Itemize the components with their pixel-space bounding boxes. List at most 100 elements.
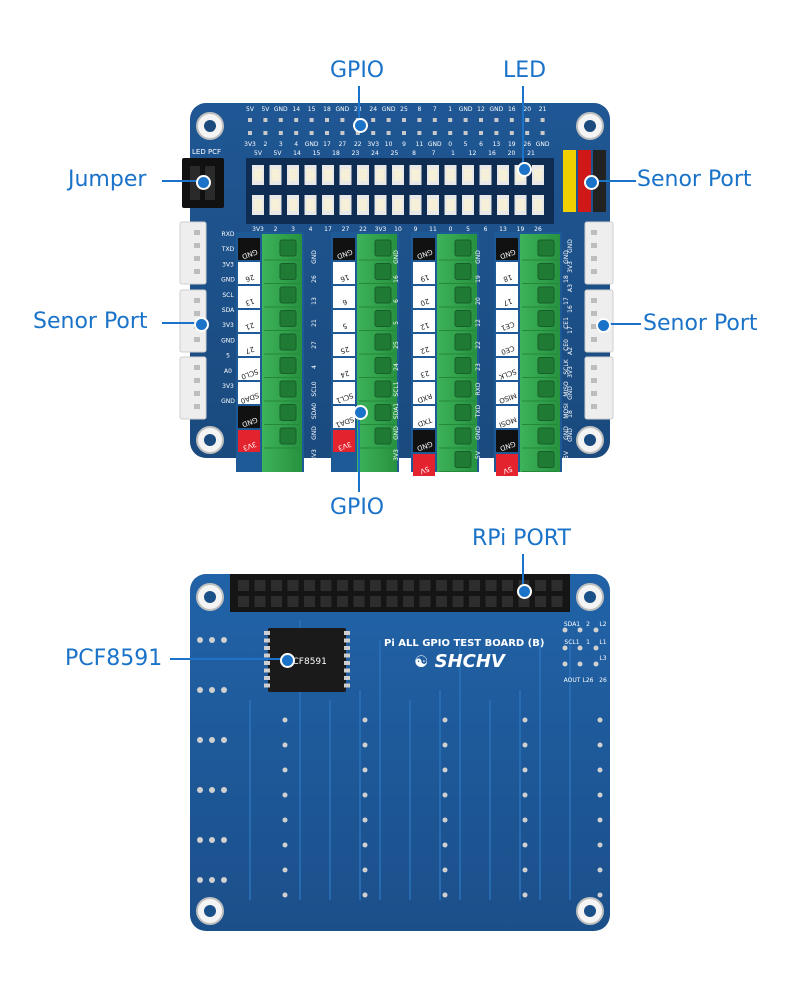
- callout-rpi-port-line: [522, 554, 524, 588]
- header-label-bottom: 0: [448, 141, 452, 148]
- via: [362, 792, 368, 798]
- via: [442, 792, 448, 798]
- column-side-label: GND: [475, 250, 482, 264]
- pcf8591-chip: [268, 628, 346, 692]
- corner-label: 2: [586, 621, 590, 628]
- led-label-bottom: 26: [534, 226, 542, 233]
- led-label-top: 14: [293, 150, 301, 157]
- callout-senor-port-top-right-dot: [584, 175, 599, 190]
- socket-hole: [551, 596, 563, 607]
- header-pin: [479, 118, 483, 122]
- socket-hole: [535, 596, 546, 607]
- socket-hole: [436, 596, 447, 607]
- via: [522, 717, 528, 723]
- led-label-bottom: 3: [291, 226, 295, 233]
- left-port-label: GND: [221, 277, 235, 284]
- led-lens: [359, 199, 367, 211]
- brand-name: SHCHV: [434, 651, 505, 672]
- via: [197, 737, 203, 743]
- gpio-header-pins: 5V5VGND141518GND2324GND25871GND12GND1620…: [244, 106, 550, 148]
- callout-led-dot: [517, 162, 532, 177]
- left-port-label: SDA: [222, 307, 235, 314]
- terminal-blocks: GND26132127SCL0SDA0GND3V3GND16652524SCL1…: [236, 232, 570, 476]
- screw-port: [537, 404, 555, 421]
- callout-senor-port-top-right-line: [592, 180, 636, 182]
- socket-hole: [485, 580, 497, 591]
- led-label-top: 12: [469, 150, 477, 157]
- header-pin: [525, 131, 530, 135]
- sensor-header-top-right: [563, 150, 606, 212]
- header-label-top: 23: [354, 106, 362, 113]
- column-side-label: 5: [393, 321, 400, 325]
- port-pin: [194, 298, 200, 303]
- led-label-top: 5V: [274, 150, 283, 157]
- socket-hole: [271, 580, 282, 591]
- callout-senor-port-left: Senor Port: [33, 309, 148, 334]
- right-port-label: 18: [567, 410, 574, 418]
- led-lens: [499, 199, 507, 211]
- terminal-label: 20: [419, 297, 430, 308]
- terminal-label: 25: [339, 345, 350, 356]
- header-pin: [371, 118, 376, 122]
- via: [597, 717, 603, 723]
- via: [362, 717, 368, 723]
- screw-port: [454, 310, 472, 327]
- header-pin: [525, 118, 530, 122]
- via: [362, 767, 368, 773]
- screw-port: [537, 263, 555, 280]
- right-port-label: GND: [567, 239, 574, 253]
- header-pin: [494, 118, 499, 122]
- header-pin: [325, 131, 329, 135]
- via: [442, 717, 448, 723]
- header-label-bottom: 11: [416, 141, 424, 148]
- left-port-label: RXD: [222, 231, 235, 238]
- screw-port: [537, 239, 555, 257]
- via: [597, 767, 603, 773]
- socket-hole: [254, 596, 266, 607]
- screw-port: [279, 310, 297, 327]
- terminal-label-bg: [333, 310, 355, 332]
- terminal-label-bg: [413, 358, 435, 380]
- header-pin: [509, 131, 514, 135]
- column-side-label: 27: [311, 341, 318, 349]
- right-port-label: 3V3: [567, 261, 574, 273]
- via: [282, 767, 288, 773]
- header-pin: [402, 118, 406, 122]
- via: [209, 637, 215, 643]
- via: [522, 742, 528, 748]
- column-side-label: 17: [563, 297, 570, 305]
- via: [562, 627, 568, 633]
- socket-hole: [518, 596, 530, 607]
- terminal-label-bg: [333, 406, 355, 428]
- column-side-label: 26: [311, 275, 318, 283]
- terminal-label: 12: [419, 321, 430, 332]
- terminal-label-bg: [333, 262, 355, 284]
- terminal-label-bg: [496, 334, 518, 356]
- callout-gpio-top-dot: [353, 118, 368, 133]
- led-lens: [271, 169, 280, 181]
- header-pin: [463, 131, 468, 135]
- via: [221, 687, 227, 693]
- led-label-top: 21: [527, 150, 535, 157]
- callout-gpio-top-line: [358, 86, 360, 122]
- column-side-label: 21: [311, 319, 318, 327]
- screw-port: [374, 286, 392, 304]
- led-label-bottom: 19: [517, 226, 525, 233]
- chip-leg: [344, 683, 350, 688]
- chip-leg: [264, 661, 270, 665]
- terminal-label-bg: [496, 262, 518, 284]
- via: [597, 842, 603, 848]
- led-label-bottom: 10: [394, 226, 402, 233]
- chip-leg: [344, 631, 350, 635]
- header-label-top: 24: [369, 106, 377, 113]
- terminal-label: 13: [244, 297, 255, 308]
- via: [597, 817, 603, 823]
- screw-port: [454, 451, 472, 468]
- port-pin: [591, 391, 597, 396]
- led-lens: [446, 169, 455, 181]
- led-lens: [324, 199, 332, 211]
- socket-hole: [419, 580, 431, 591]
- callout-gpio-bottom: GPIO: [330, 495, 385, 520]
- left-port-label: GND: [221, 398, 235, 405]
